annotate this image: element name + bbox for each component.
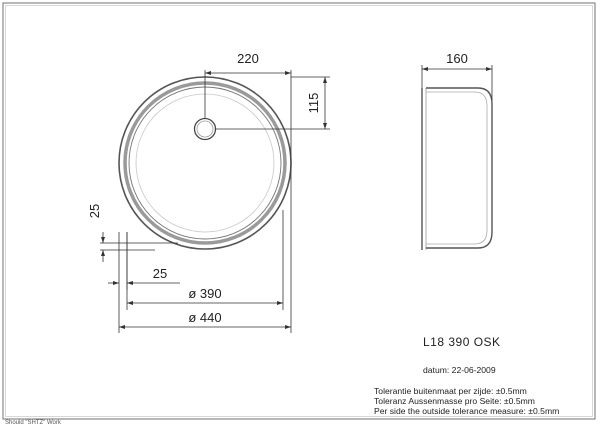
- tolerance-line-nl: Tolerantie buitenmaat per zijde: ±0.5mm: [374, 386, 527, 396]
- dimension-115-label: 115: [306, 93, 321, 114]
- dimension-440-label: ø 440: [188, 310, 221, 325]
- dimension-side-width: [421, 65, 493, 100]
- dimension-25-vertical-label: 25: [87, 204, 102, 218]
- dimension-rim-left: [100, 232, 178, 262]
- dimension-outer-diameter: [118, 163, 292, 333]
- tolerance-line-en: Per side the outside tolerance measure: …: [374, 406, 559, 416]
- tolerance-line-de: Toleranz Aussenmasse pro Seite: ±0.5mm: [374, 396, 535, 406]
- dimension-390-label: ø 390: [188, 286, 221, 301]
- dimension-25-horizontal-label: 25: [153, 266, 167, 281]
- dimension-top-offset: [216, 76, 330, 130]
- dimension-top-width: [204, 70, 292, 163]
- dimension-220-label: 220: [237, 51, 259, 66]
- dimension-inner-diameter: [126, 210, 284, 310]
- model-number: L18 390 OSK: [423, 335, 501, 349]
- drain-hole-icon: [193, 117, 217, 141]
- sheet-inner-frame: [5, 5, 593, 417]
- drawing-date: datum: 22-06-2009: [423, 365, 496, 375]
- sheet-frame: [2, 2, 596, 420]
- side-view: [421, 87, 493, 250]
- dimension-160-label: 160: [446, 51, 468, 66]
- drain-hole-inner: [196, 120, 214, 138]
- credit-note: Should "SHTZ" Work: [5, 420, 62, 426]
